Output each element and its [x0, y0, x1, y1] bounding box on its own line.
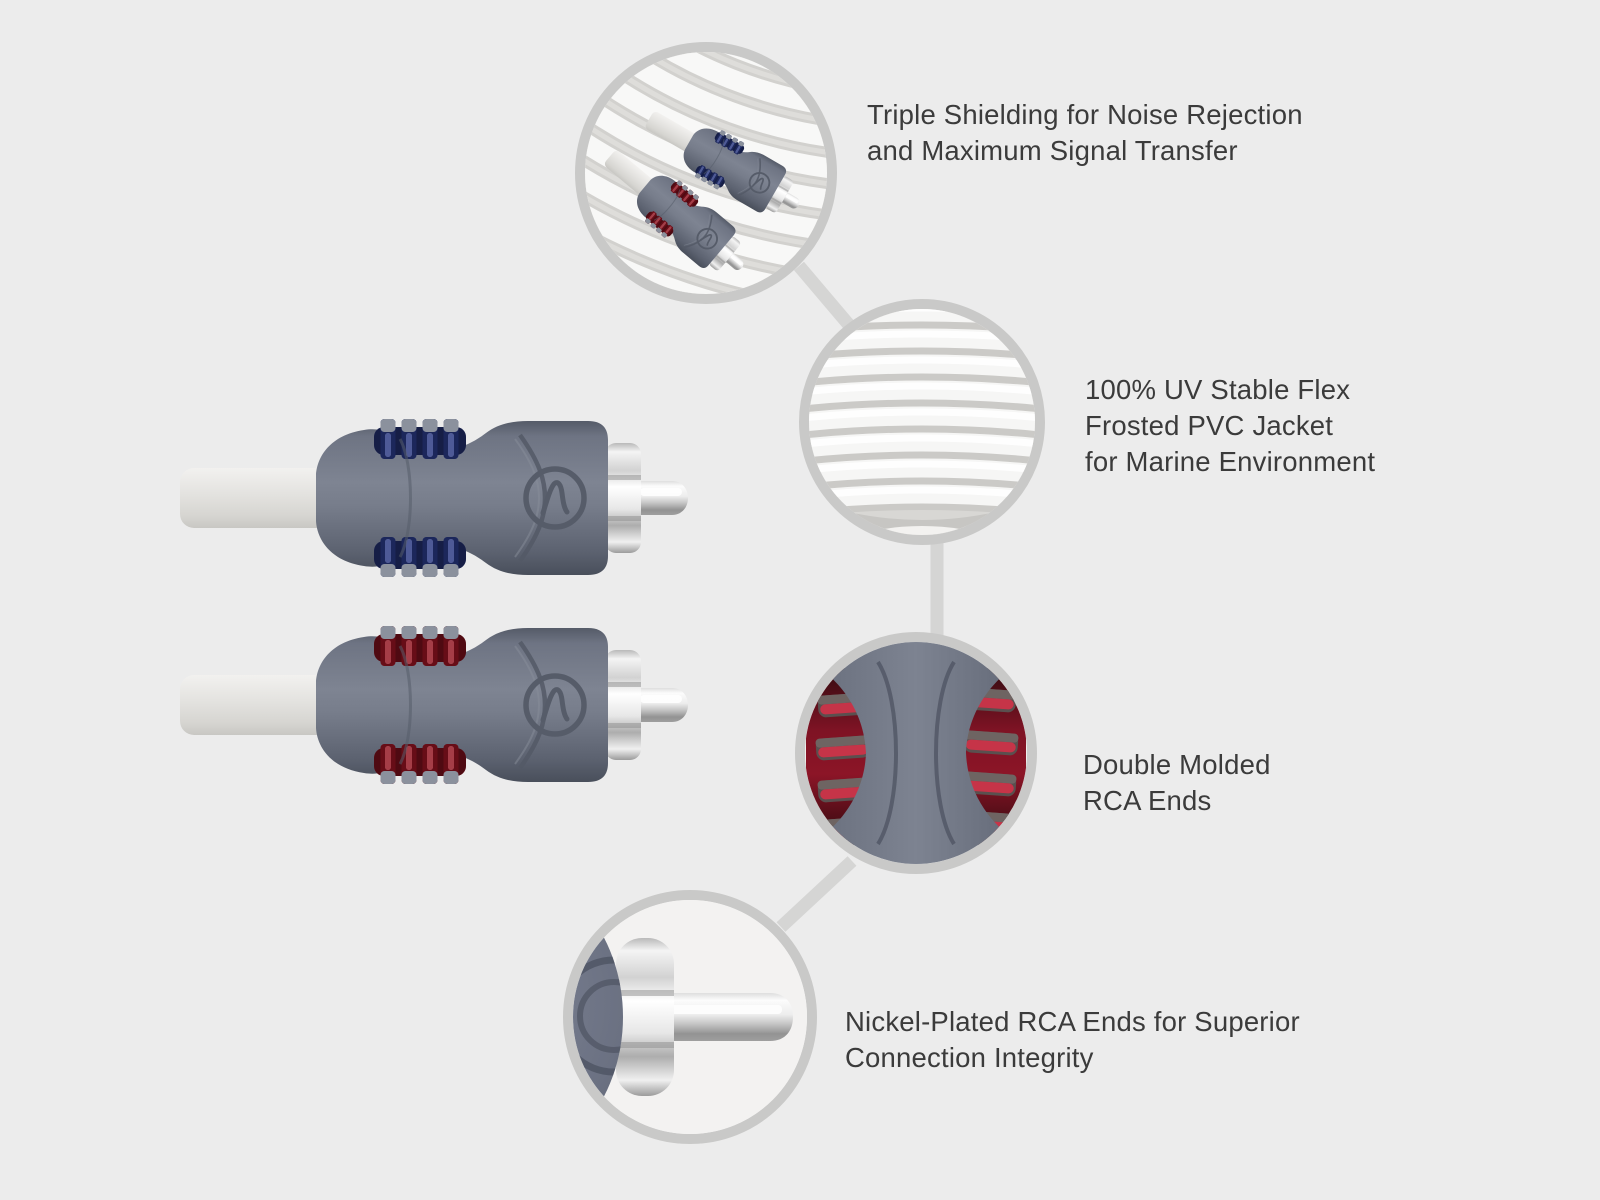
callout-connector-lines	[776, 261, 944, 932]
connector-line-3	[776, 856, 857, 932]
connector-line-1	[794, 261, 854, 330]
jacket-coil	[809, 309, 1035, 535]
molded-end-closeup	[805, 642, 1027, 864]
callout-text-uv-jacket: 100% UV Stable Flex Frosted PVC Jacket f…	[1085, 374, 1376, 477]
callout-circle-uv-jacket	[799, 299, 1045, 545]
rca-connector-red	[180, 626, 688, 784]
callout-circle-triple-shielding	[575, 42, 837, 304]
callout-text-nickel-plated: Nickel-Plated RCA Ends for Superior Conn…	[845, 1006, 1300, 1073]
callout-circle-double-molded	[795, 632, 1037, 874]
rca-connector-blue	[180, 419, 688, 577]
callout-circle-nickel-plated	[563, 890, 817, 1144]
callout-text-triple-shielding: Triple Shielding for Noise Rejection and…	[867, 99, 1303, 166]
callout-text-double-molded: Double Molded RCA Ends	[1083, 749, 1271, 816]
nickel-pin-closeup	[573, 900, 807, 1134]
